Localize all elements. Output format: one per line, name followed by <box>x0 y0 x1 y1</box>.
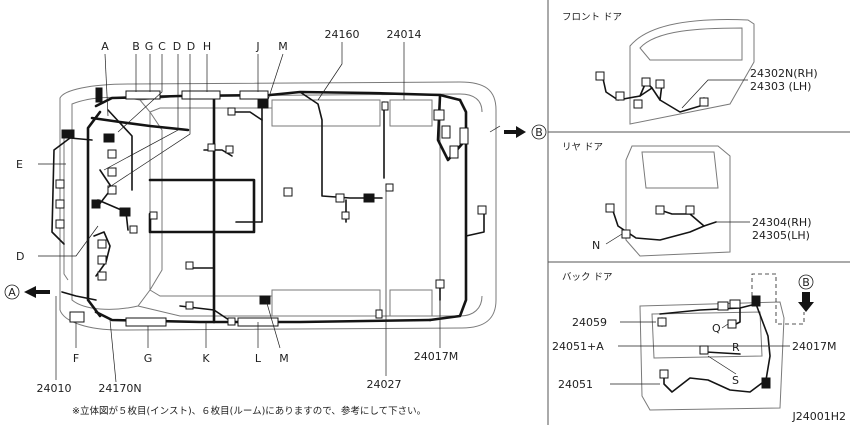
label-24017m: 24017M <box>414 350 458 363</box>
back-door-label-q: Q <box>712 322 721 335</box>
label-c: C <box>158 40 166 53</box>
harness-clip-b <box>125 90 161 100</box>
back-door-label-r: R <box>732 341 740 354</box>
label-j: J <box>255 40 259 53</box>
label-b: B <box>132 40 140 53</box>
front-door-title: フロント ドア <box>562 12 622 23</box>
label-24010: 24010 <box>37 382 72 395</box>
label-g-bottom: G <box>144 352 153 365</box>
back-door-label-24017m: 24017M <box>792 340 836 353</box>
rear-door-marker-n: N <box>592 239 600 252</box>
label-a: A <box>101 40 109 53</box>
back-door-title: バック ドア <box>562 272 613 283</box>
label-e: E <box>16 158 23 171</box>
rear-door-panel: リヤ ドア N 24304(RH) 24305(LH) <box>562 142 812 257</box>
back-door-label-24051a: 24051+A <box>552 340 604 353</box>
label-24170n: 24170N <box>98 382 141 395</box>
harness-clip-j <box>239 90 269 100</box>
front-door-part-rh: 24302N(RH) <box>750 67 818 80</box>
back-door-label-24051: 24051 <box>558 378 593 391</box>
label-f: F <box>73 352 79 365</box>
back-door-panel: バック ドア B 24059 24051+A 24051 Q R S 24017… <box>552 272 836 411</box>
bottom-labels: F 24010 24170N G K L M 24027 24017M <box>37 350 459 395</box>
drawing-code: J24001H2 <box>791 410 846 423</box>
label-d-left: D <box>16 250 24 263</box>
back-door-label-24059: 24059 <box>572 316 607 329</box>
label-l: L <box>255 352 262 365</box>
exit-arrow-b: B <box>504 124 547 140</box>
connectors <box>55 87 487 327</box>
harness-clip-h <box>181 90 221 100</box>
left-labels: E D <box>16 158 24 263</box>
panel-separators <box>547 0 850 425</box>
top-labels: A B G C D D H J M 24160 24014 <box>101 28 421 53</box>
label-24014: 24014 <box>387 28 422 41</box>
label-h: H <box>203 40 211 53</box>
label-d: D <box>173 40 181 53</box>
back-door-circle-b: B <box>802 276 810 289</box>
leader-lines <box>38 42 501 383</box>
exit-arrow-a: A <box>4 284 50 300</box>
harness-clip-g <box>125 317 167 327</box>
rear-door-title: リヤ ドア <box>562 142 603 153</box>
rear-door-part-lh: 24305(LH) <box>752 229 810 242</box>
label-d-2: D <box>187 40 195 53</box>
label-24027: 24027 <box>367 378 402 391</box>
label-24160: 24160 <box>325 28 360 41</box>
label-k: K <box>202 352 210 365</box>
circle-mark-a: A <box>8 286 16 299</box>
front-door-panel: フロント ドア 24302N(RH) 24303 (LH) <box>562 12 818 125</box>
circle-mark-b: B <box>535 126 543 139</box>
label-m-bottom: M <box>279 352 289 365</box>
label-g: G <box>145 40 154 53</box>
vehicle-body-outline <box>59 81 497 331</box>
front-door-part-lh: 24303 (LH) <box>750 80 811 93</box>
label-m: M <box>278 40 288 53</box>
rear-door-part-rh: 24304(RH) <box>752 216 812 229</box>
footnote: ※立体図が５枚目(インスト)、６枚目(ルーム)にありますので、参考にして下さい。 <box>72 405 426 417</box>
back-door-label-s: S <box>732 374 739 387</box>
